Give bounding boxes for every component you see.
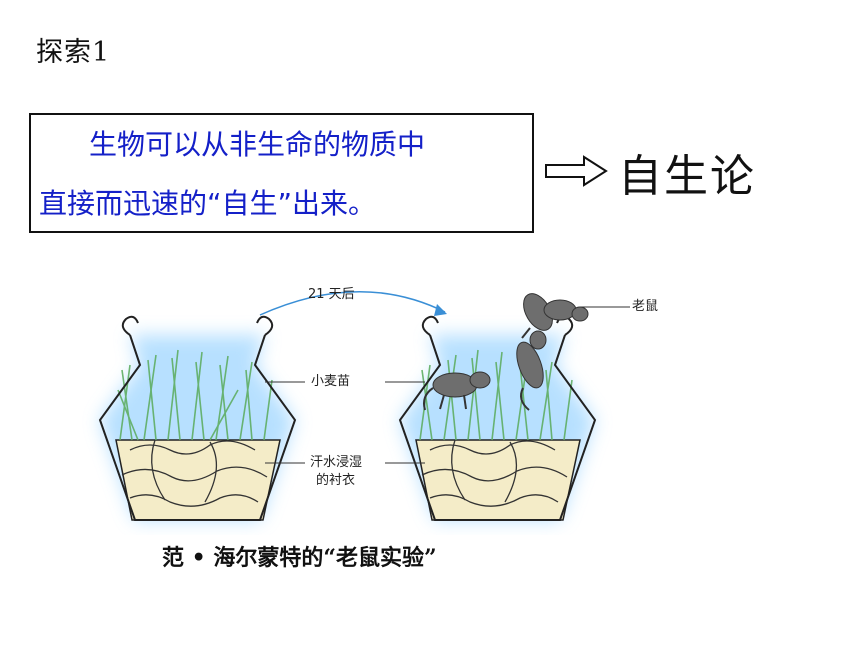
mouse-icon	[516, 330, 547, 411]
shirt-label-line-1: 汗水浸湿	[310, 455, 363, 470]
shirt-label-line-2: 的衬衣	[316, 473, 356, 488]
figure-caption: 范 • 海尔蒙特的“老鼠实验”	[162, 545, 437, 571]
concept-title: 自生论	[618, 151, 756, 202]
slide-heading: 探索1	[36, 37, 111, 68]
definition-line-2: 直接而迅速的“自生”出来。	[39, 187, 377, 220]
definition-box: 生物可以从非生命的物质中 直接而迅速的“自生”出来。	[29, 113, 534, 233]
jar-left	[98, 315, 297, 521]
jar-right	[398, 293, 597, 521]
definition-line-1: 生物可以从非生命的物质中	[89, 128, 426, 161]
wheat-label: 小麦苗	[311, 374, 351, 389]
right-arrow-icon	[545, 155, 608, 187]
mouse-icon	[423, 371, 491, 411]
mouse-label: 老鼠	[632, 299, 659, 314]
jar-experiment-illustration	[98, 290, 630, 521]
mouse-icon	[521, 293, 589, 339]
time-label: 21 天后	[308, 287, 355, 302]
